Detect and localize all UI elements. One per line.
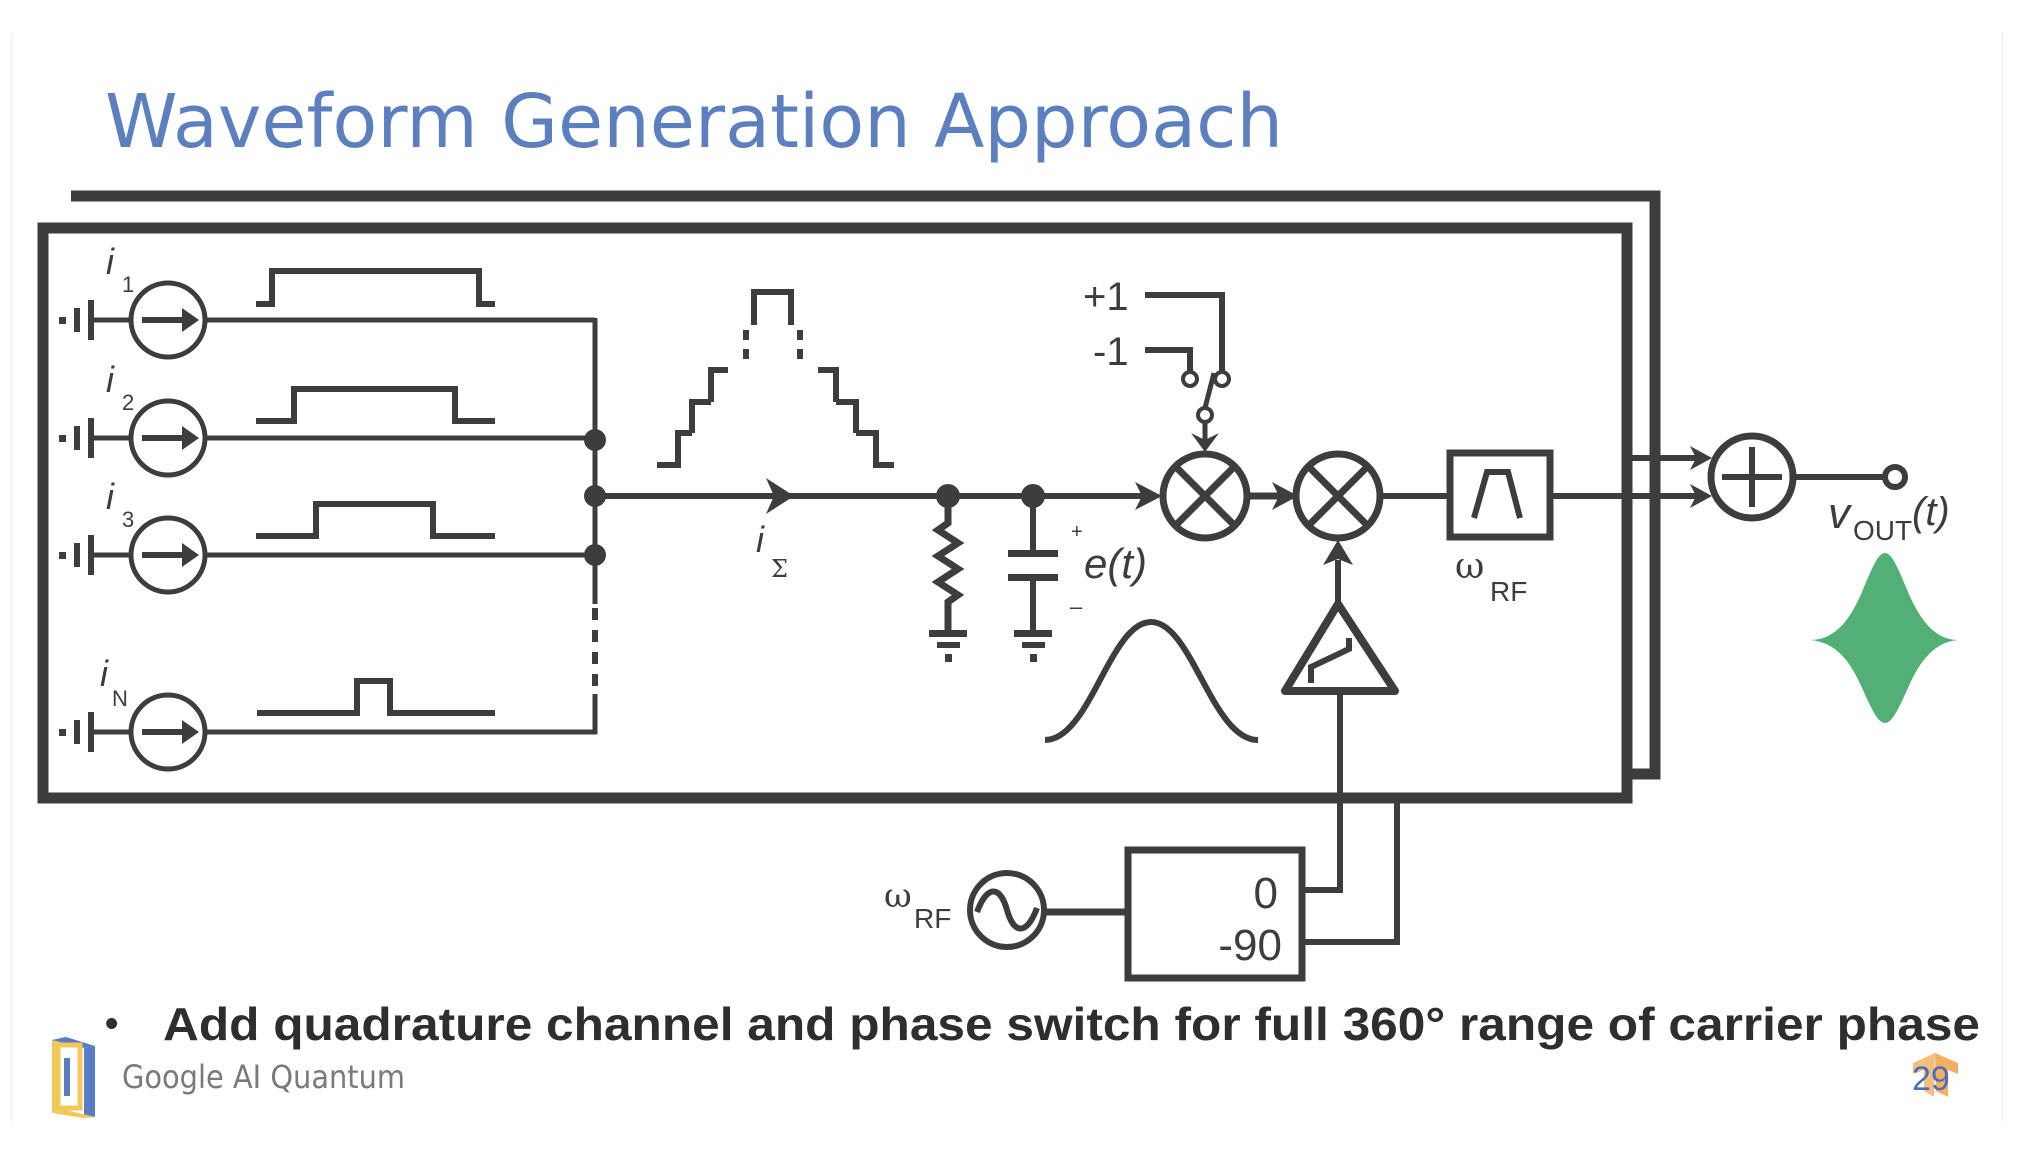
current-source-icon xyxy=(128,515,208,595)
ground-icon xyxy=(59,300,94,340)
output-suffix: (t) xyxy=(1912,490,1950,534)
mixer-2-icon xyxy=(1292,450,1384,542)
current-arrow-icon xyxy=(766,478,794,514)
arrow-icon xyxy=(1690,446,1712,470)
current-source-icon xyxy=(128,692,208,772)
source-label: i xyxy=(100,653,109,694)
output-subscript: OUT xyxy=(1853,515,1912,546)
arrow-up-icon xyxy=(1323,540,1353,565)
source-subscript: 3 xyxy=(122,507,134,532)
summing-bus xyxy=(584,318,606,734)
bandpass-filter-icon xyxy=(1446,449,1554,541)
envelope-minus: – xyxy=(1070,594,1083,619)
filter-omega: ω xyxy=(1455,546,1484,587)
current-source-row-2: i 2 xyxy=(59,359,595,478)
summer-icon xyxy=(1707,432,1797,522)
source-label: i xyxy=(106,241,115,282)
mixer-1-icon xyxy=(1159,450,1251,542)
oscillator-icon xyxy=(967,870,1047,950)
footer-brand: Google AI Quantum xyxy=(122,1058,405,1096)
phase-out-90: -90 xyxy=(1218,921,1282,970)
slide-title: Waveform Generation Approach xyxy=(105,79,1283,165)
in-phase-lo-wire xyxy=(1305,695,1343,893)
output-label: v xyxy=(1828,489,1853,538)
phase-out-0: 0 xyxy=(1254,869,1278,918)
source-subscript: 2 xyxy=(122,390,134,415)
envelope-plus: + xyxy=(1071,521,1083,543)
arrow-icon xyxy=(1690,484,1712,508)
ground-icon xyxy=(59,535,94,575)
slide xyxy=(11,33,2003,1122)
staircase-waveform xyxy=(657,289,894,468)
sum-current-label: i xyxy=(756,519,765,560)
current-source-icon xyxy=(128,280,208,360)
resistor-icon xyxy=(929,484,967,662)
capacitor-icon xyxy=(1008,484,1058,662)
pulse-waveform-n xyxy=(257,678,495,716)
watermark-icon xyxy=(1913,1053,1958,1097)
google-ai-quantum-logo-icon xyxy=(52,1037,95,1118)
source-subscript: 1 xyxy=(122,272,134,297)
limiting-amplifier-icon xyxy=(1281,600,1399,695)
gaussian-envelope-curve xyxy=(1044,618,1259,743)
current-source-row-3: i 3 xyxy=(59,476,595,595)
pulse-waveform-1 xyxy=(256,268,495,307)
page-number: 29 xyxy=(1912,1060,1950,1098)
envelope-label: e(t) xyxy=(1084,540,1147,587)
quadrature-channel-box xyxy=(71,190,1661,780)
switch-blade xyxy=(1202,372,1217,409)
output-terminal xyxy=(1882,464,1908,490)
ground-icon xyxy=(59,712,94,752)
pulse-waveform-2 xyxy=(256,386,495,424)
switch-terminal-pos xyxy=(1213,370,1231,388)
pulse-waveform-3 xyxy=(256,501,495,539)
phase-switch: +1 -1 xyxy=(1083,275,1231,452)
bullet-text: Add quadrature channel and phase switch … xyxy=(163,998,1980,1050)
quadrature-lo-wire xyxy=(1305,797,1400,945)
switch-common-terminal xyxy=(1196,406,1214,424)
switch-pos-label: +1 xyxy=(1083,275,1129,319)
switch-neg-label: -1 xyxy=(1093,330,1129,374)
arrow-icon xyxy=(1135,482,1162,510)
junction-dot xyxy=(584,544,606,566)
current-source-icon xyxy=(128,398,208,478)
in-phase-channel-box xyxy=(37,222,1633,804)
ground-icon xyxy=(59,418,94,458)
bullet-symbol: • xyxy=(105,1003,118,1045)
arrow-icon xyxy=(1272,482,1298,510)
current-source-row-n: i N xyxy=(59,653,597,772)
sum-current-subscript: Σ xyxy=(771,555,788,583)
oscillator-omega: ω xyxy=(884,876,912,916)
source-label: i xyxy=(106,359,115,400)
output-envelope-blob xyxy=(1810,553,1958,723)
filter-subscript: RF xyxy=(1490,576,1527,607)
switch-terminal-neg xyxy=(1181,370,1199,388)
phase-splitter-box: 0 -90 xyxy=(1124,846,1306,982)
source-label: i xyxy=(106,476,115,517)
current-source-row-1: i 1 xyxy=(59,241,595,360)
oscillator-subscript: RF xyxy=(914,903,951,934)
junction-dot xyxy=(584,429,606,451)
source-subscript: N xyxy=(112,686,128,711)
